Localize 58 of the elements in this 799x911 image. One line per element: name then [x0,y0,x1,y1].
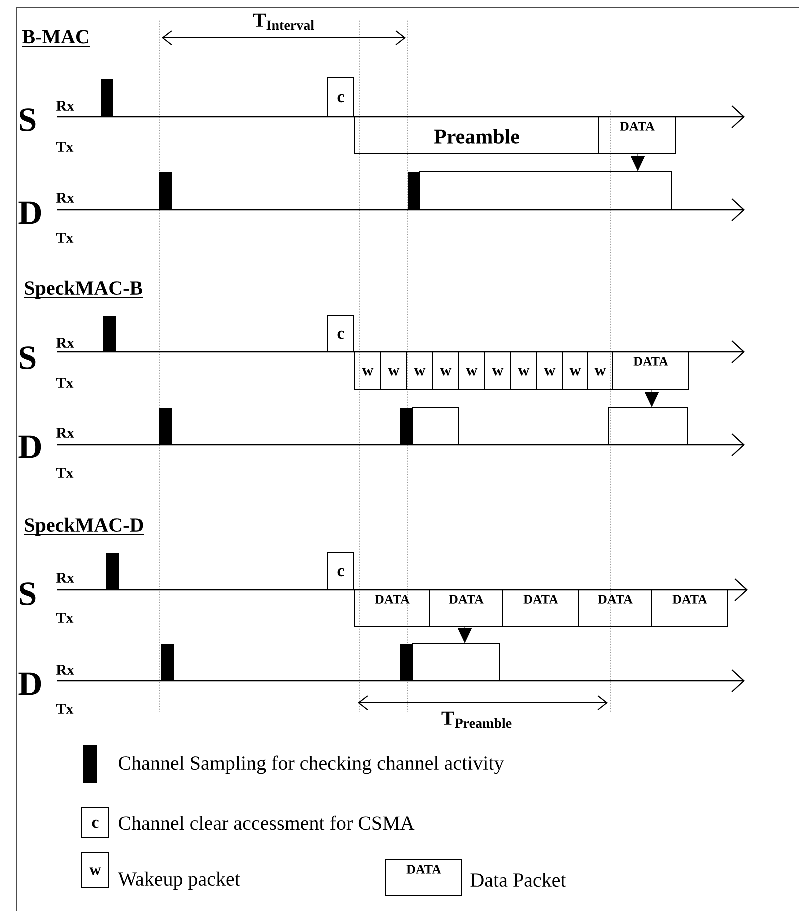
wakeup-packet-box: w [562,352,588,390]
wakeup-packet-box: w [406,352,434,390]
legend-text: Channel clear accessment for CSMA [119,816,415,830]
receive-box [412,644,500,682]
rx-tx-label: Tx [56,613,74,623]
protocol-heading: SpeckMAC-D [24,518,145,536]
node-letter: D [18,436,42,458]
cca-box: c [328,78,354,118]
data-arrow [645,390,659,408]
data-arrow [458,627,472,644]
rx-tx-label: Tx [56,233,74,243]
rx-tx-label: Rx [56,428,74,438]
cca-box: c [328,316,354,352]
wakeup-packet-box: w [354,352,382,390]
receive-box [420,172,672,210]
data-arrow [631,154,645,172]
data-packet-box: DATA [430,590,504,628]
wakeup-packet-box: w [484,352,512,390]
node-letter: S [20,582,36,606]
rx-tx-label: Rx [56,573,74,583]
rx-tx-label: Tx [56,142,74,152]
data-packet-box: DATA [578,590,652,628]
interval-label: T$_{Preamble}$ [442,712,512,728]
cca-box: c [82,808,110,838]
cca-box: c [328,552,354,590]
wakeup-packet-box: w [432,352,460,390]
rx-tx-label: Rx [56,193,74,203]
rx-tx-label: Tx [56,468,74,478]
rx-tx-label: Rx [56,338,74,348]
rx-tx-label: Rx [56,101,74,111]
wakeup-packet-box: w [536,352,564,390]
receive-box [412,408,460,446]
preamble-box: Preamble [354,116,600,154]
legend-text: Channel Sampling for checking channel activity [119,756,504,774]
protocol-heading: B-MAC [22,30,91,48]
legend-text: Wakeup packet [118,872,240,890]
node-letter: D [18,672,42,696]
rx-tx-label: Tx [56,704,74,714]
rx-tx-label: Tx [56,378,74,388]
legend-text: Data Packet [470,872,566,888]
data-packet-box: DATA [612,352,690,390]
node-letter: D [18,202,42,224]
wakeup-packet-box: w [380,352,408,390]
data-packet-box: DATA [354,590,430,628]
wakeup-packet-box: w [458,352,486,390]
data-packet-box: DATA [652,590,728,628]
receive-box [608,408,688,446]
wakeup-packet-box: w [510,352,538,390]
data-packet-box: DATA [598,116,676,154]
interval-label: T$_{Interval}$ [253,14,314,30]
data-packet-box: DATA [502,590,580,628]
wakeup-packet-box: w [588,352,614,390]
protocol-heading: SpeckMAC-B [24,280,144,300]
node-letter: S [20,346,36,370]
wakeup-packet-box: w [82,852,110,888]
node-letter: S [20,108,36,132]
data-packet-box: DATA [386,860,462,896]
rx-tx-label: Rx [56,665,74,675]
